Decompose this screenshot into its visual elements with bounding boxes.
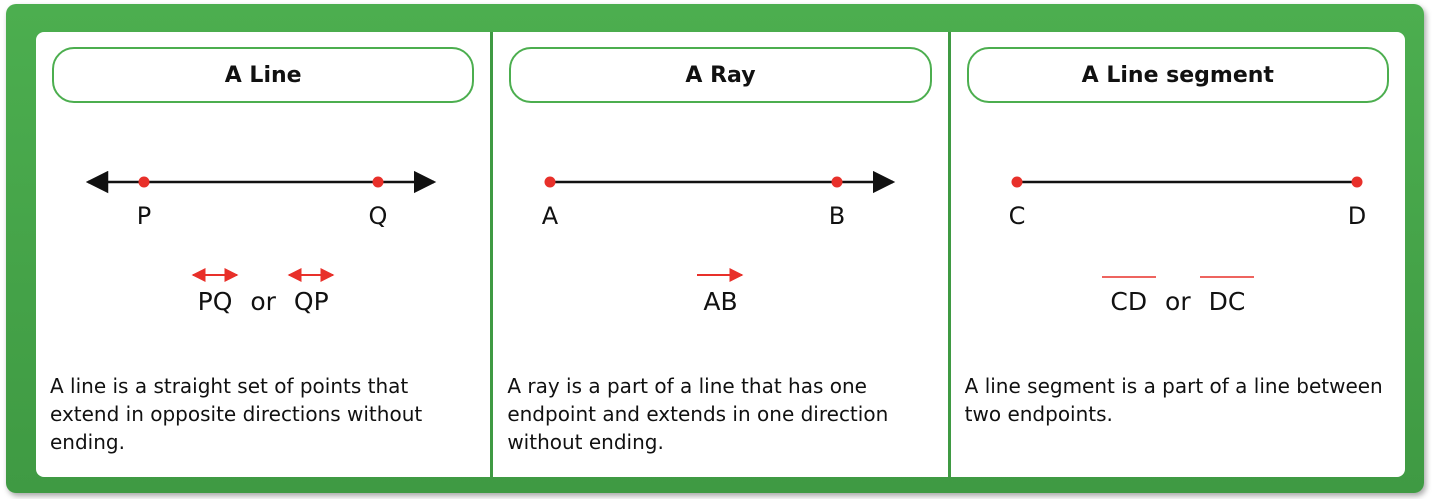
line-figure: P Q bbox=[85, 170, 437, 230]
point-label-q: Q bbox=[369, 202, 388, 230]
panel-segment: A Line segment C D CD or bbox=[947, 32, 1405, 477]
segment-figure: C D bbox=[1008, 176, 1366, 230]
point-p-dot bbox=[138, 176, 150, 188]
notation-connector: or bbox=[1165, 287, 1191, 316]
ray-figure: A B bbox=[542, 170, 896, 230]
notation-text: QP bbox=[293, 287, 329, 316]
point-c-dot bbox=[1011, 176, 1023, 188]
notation-pq: PQ bbox=[191, 268, 239, 316]
content-area: A Line P Q bbox=[36, 32, 1405, 477]
notation-connector: or bbox=[250, 287, 276, 316]
green-frame: A Line P Q bbox=[6, 4, 1424, 493]
panel-line: A Line P Q bbox=[36, 32, 490, 477]
notation-text: DC bbox=[1208, 287, 1246, 316]
double-arrow-icon bbox=[191, 268, 239, 282]
point-q-dot bbox=[372, 176, 384, 188]
point-label-d: D bbox=[1347, 202, 1365, 230]
overbar-icon bbox=[1101, 276, 1156, 278]
point-label-c: C bbox=[1008, 202, 1025, 230]
notation-text: CD bbox=[1110, 287, 1148, 316]
panel-description: A ray is a part of a line that has one e… bbox=[507, 374, 889, 454]
panel-title: A Line segment bbox=[966, 47, 1389, 103]
segment-notation: CD or DC bbox=[951, 276, 1405, 316]
point-b-dot bbox=[831, 176, 843, 188]
double-arrow-icon bbox=[287, 268, 335, 282]
panel-ray: A Ray A B AB A ray is a part of a line t… bbox=[490, 32, 947, 477]
panel-description: A line is a straight set of points that … bbox=[50, 374, 423, 454]
notation-text: PQ bbox=[197, 287, 233, 316]
panel-description: A line segment is a part of a line betwe… bbox=[964, 374, 1383, 426]
panel-title: A Line bbox=[52, 47, 475, 103]
notation-cd: CD bbox=[1101, 276, 1156, 316]
notation-qp: QP bbox=[287, 268, 335, 316]
ray-notation: AB bbox=[493, 268, 947, 316]
point-label-b: B bbox=[829, 202, 845, 230]
point-d-dot bbox=[1351, 176, 1363, 188]
line-notation: PQ or QP bbox=[36, 268, 490, 316]
point-label-a: A bbox=[542, 202, 559, 230]
overbar-icon bbox=[1199, 276, 1254, 278]
notation-text: AB bbox=[703, 287, 738, 316]
panel-title: A Ray bbox=[509, 47, 932, 103]
point-label-p: P bbox=[137, 202, 151, 230]
right-arrow-icon bbox=[697, 268, 744, 282]
notation-ab: AB bbox=[697, 268, 744, 316]
point-a-dot bbox=[544, 176, 556, 188]
notation-dc: DC bbox=[1199, 276, 1254, 316]
